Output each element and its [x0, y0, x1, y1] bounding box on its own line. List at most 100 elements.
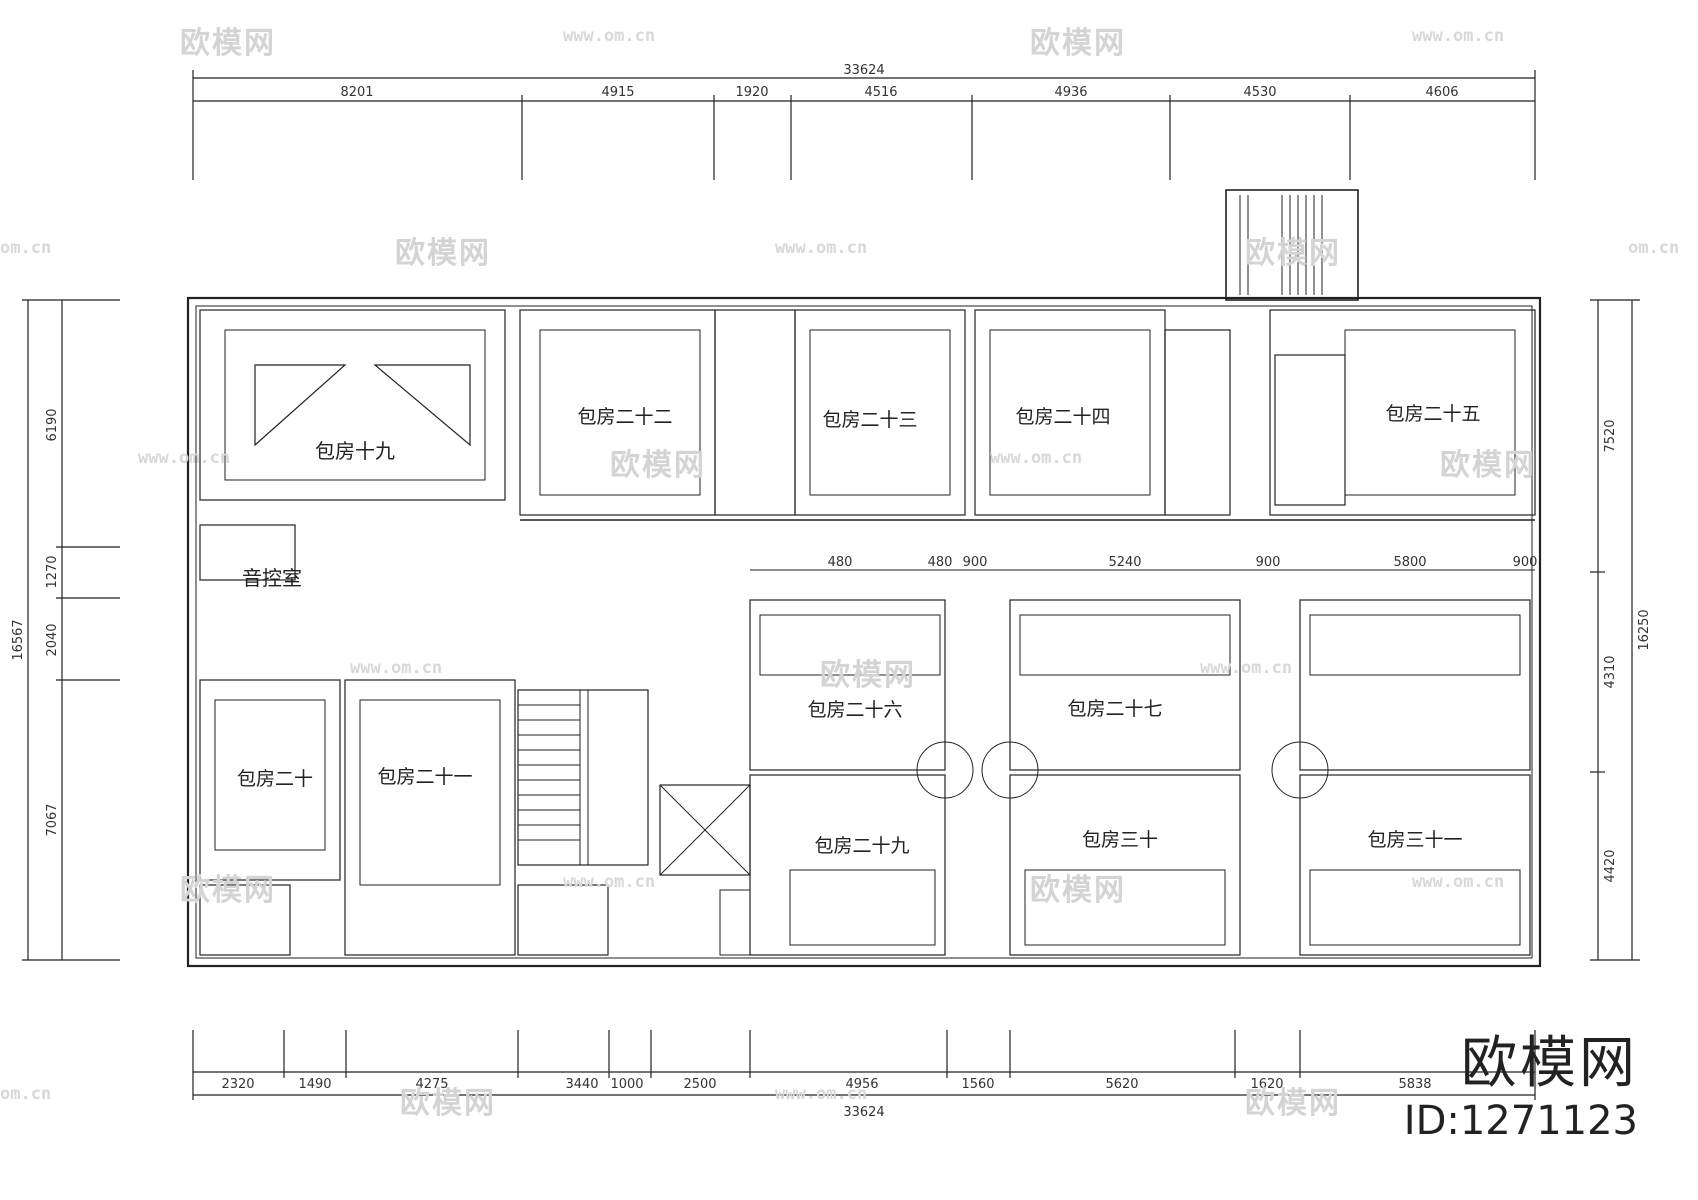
corridor-round-1	[916, 741, 974, 799]
svg-text:1920: 1920	[735, 85, 768, 100]
label-room-22: 包房二十二	[577, 406, 672, 428]
dim-bottom-total: 33624	[843, 1105, 884, 1120]
room-27-box	[1009, 599, 1241, 771]
elevator-x2	[659, 784, 751, 876]
watermark-site: www.om.cn	[1412, 26, 1505, 46]
svg-text:6190: 6190	[45, 408, 60, 441]
dim-ticks-bottom	[192, 1030, 1536, 1100]
brand-id: ID:1271123	[1403, 1098, 1638, 1144]
svg-text:5620: 5620	[1105, 1077, 1138, 1092]
label-room-27: 包房二十七	[1067, 698, 1162, 720]
elevator	[659, 784, 751, 876]
label-room-26: 包房二十六	[807, 699, 902, 721]
toilet-25	[1274, 354, 1346, 506]
svg-text:5800: 5800	[1393, 555, 1426, 570]
svg-text:900: 900	[1513, 555, 1538, 570]
watermark-brand: 欧模网	[180, 873, 276, 908]
room-20-sofa	[214, 699, 326, 851]
room-29-box	[749, 774, 946, 956]
room-26-sofa	[759, 614, 941, 676]
label-room-29: 包房二十九	[814, 835, 909, 857]
svg-text:7520: 7520	[1603, 419, 1618, 452]
dim-ticks-left	[22, 299, 120, 961]
watermark-site: www.om.cn	[775, 238, 868, 258]
room-31-sofa	[1309, 869, 1521, 946]
svg-text:5240: 5240	[1108, 555, 1141, 570]
stairwell	[517, 689, 649, 866]
watermark-site: www.om.cn	[1200, 658, 1293, 678]
watermark-site: www.om.cn	[1412, 872, 1505, 892]
room-30-sofa	[1024, 869, 1226, 946]
label-room-23: 包房二十三	[822, 409, 917, 431]
room-21-sofa	[359, 699, 501, 886]
watermark-site-short: om.cn	[0, 238, 52, 258]
svg-text:16567: 16567	[11, 619, 26, 660]
svg-text:4606: 4606	[1425, 85, 1458, 100]
label-control-room: 音控室	[242, 566, 302, 590]
room-labels: 包房十九 包房二十二 包房二十三 包房二十四 包房二十五 包房二十六 包房二十七…	[237, 403, 1481, 857]
room-19-box	[199, 309, 506, 501]
svg-text:900: 900	[963, 555, 988, 570]
toilet-29	[719, 889, 751, 956]
toilet-22-23	[714, 309, 796, 516]
svg-text:480: 480	[928, 555, 953, 570]
room-23-box	[794, 309, 966, 516]
watermark-site: www.om.cn	[350, 658, 443, 678]
control-room-box	[199, 524, 296, 581]
svg-text:4420: 4420	[1603, 849, 1618, 882]
watermark-brand: 欧模网	[1245, 1086, 1341, 1121]
dim-ticks-top	[192, 70, 1536, 180]
svg-text:1560: 1560	[961, 1077, 994, 1092]
svg-text:4516: 4516	[864, 85, 897, 100]
svg-text:4530: 4530	[1243, 85, 1276, 100]
corridor-round-2	[981, 741, 1039, 799]
watermark-site: www.om.cn	[775, 1084, 868, 1104]
svg-text:4310: 4310	[1603, 655, 1618, 688]
room-22-inner	[539, 329, 701, 496]
label-room-24: 包房二十四	[1015, 406, 1110, 428]
corridor-round-3	[1271, 741, 1329, 799]
svg-text:1620: 1620	[1250, 1077, 1283, 1092]
label-room-20: 包房二十	[237, 768, 313, 790]
room-20-box	[199, 679, 341, 881]
room-23-inner	[809, 329, 951, 496]
watermark-brand: 欧模网	[610, 448, 706, 483]
svg-text:1270: 1270	[45, 555, 60, 588]
watermark-brand: 欧模网	[1030, 873, 1126, 908]
room-29-sofa	[789, 869, 936, 946]
svg-text:2040: 2040	[45, 623, 60, 656]
room-27-sofa	[1019, 614, 1231, 676]
svg-text:1490: 1490	[298, 1077, 331, 1092]
svg-text:480: 480	[828, 555, 853, 570]
svg-text:2320: 2320	[221, 1077, 254, 1092]
dim-top-labels: 8201 4915 1920 4516 4936 4530 4606	[340, 85, 1458, 100]
room-19-sofa-left	[254, 364, 347, 447]
room-21-box	[344, 679, 516, 956]
label-room-21: 包房二十一	[377, 766, 472, 788]
room-19-inner	[224, 329, 486, 481]
svg-text:4936: 4936	[1054, 85, 1087, 100]
watermark-brand: 欧模网	[400, 1086, 496, 1121]
watermark-brand: 欧模网	[180, 26, 276, 61]
label-room-25: 包房二十五	[1385, 403, 1480, 425]
label-room-30: 包房三十	[1082, 829, 1158, 851]
room-26-box	[749, 599, 946, 771]
toilet-20	[199, 884, 291, 956]
outer-wall	[186, 296, 1542, 968]
watermark-site: www.om.cn	[990, 448, 1083, 468]
inner-dim-labels: 480 480 900 5240 900 5800 900	[828, 555, 1538, 570]
watermark-brand: 欧模网	[820, 658, 916, 693]
watermark-site: www.om.cn	[138, 448, 231, 468]
watermark-site-short: om.cn	[0, 1084, 52, 1104]
dim-top-total: 33624	[843, 63, 884, 78]
dim-bottom-labels: 2320 1490 4275 3440 1000 2500 4956 1560 …	[221, 1077, 1431, 1092]
watermark-site: www.om.cn	[563, 872, 656, 892]
svg-text:900: 900	[1256, 555, 1281, 570]
watermark-brand: 欧模网	[1030, 26, 1126, 61]
room-24-inner	[989, 329, 1151, 496]
room-25-box	[1269, 309, 1536, 516]
svg-text:5838: 5838	[1398, 1077, 1431, 1092]
svg-text:4275: 4275	[415, 1077, 448, 1092]
watermark-brand: 欧模网	[1440, 448, 1536, 483]
